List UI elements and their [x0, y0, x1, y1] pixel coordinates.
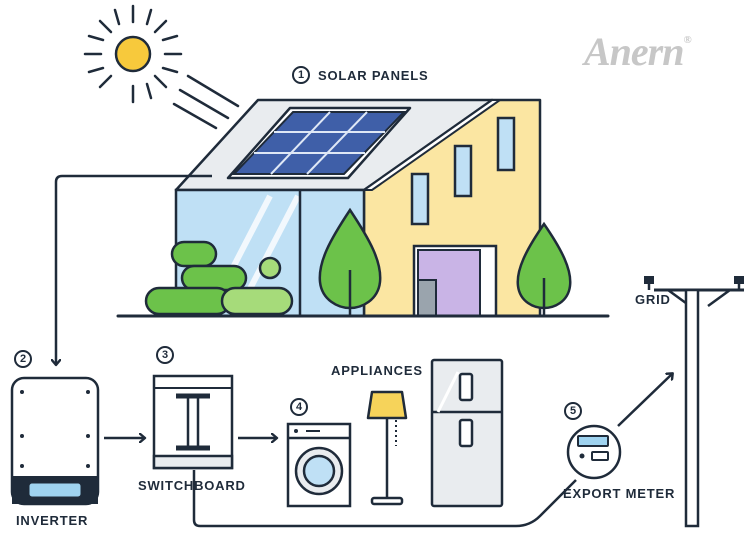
power-pole-icon [644, 276, 744, 528]
connection-line [192, 470, 577, 528]
washing-machine-icon [286, 422, 352, 508]
inverter-icon [10, 376, 100, 506]
arrow-icon [617, 374, 672, 427]
solar-panel-icon [226, 106, 412, 180]
step-label-inverter: INVERTER [16, 513, 89, 528]
step-number-1: 1 [292, 66, 310, 84]
bush-icon [144, 240, 294, 316]
step-number-2: 2 [14, 350, 32, 368]
step-label-export-meter: EXPORT METER [563, 486, 676, 501]
tree-icon [318, 207, 572, 316]
step-number-5: 5 [564, 402, 582, 420]
sun-icon [83, 4, 240, 130]
step-label-appliances: APPLIANCES [331, 363, 423, 378]
lamp-icon [366, 390, 408, 506]
step-number-4: 4 [290, 398, 308, 416]
switchboard-icon [152, 374, 234, 470]
brand-logo: Anern® [584, 28, 692, 75]
step-number-3: 3 [156, 346, 174, 364]
arrow-icon [56, 174, 212, 364]
grid-label: GRID [635, 292, 671, 307]
logo-text: Anern [584, 29, 684, 74]
meter-icon [566, 424, 622, 480]
fridge-icon [430, 358, 504, 508]
registered-mark: ® [683, 34, 692, 46]
step-label-switchboard: SWITCHBOARD [138, 478, 246, 493]
step-label-solar-panels: SOLAR PANELS [318, 68, 429, 83]
